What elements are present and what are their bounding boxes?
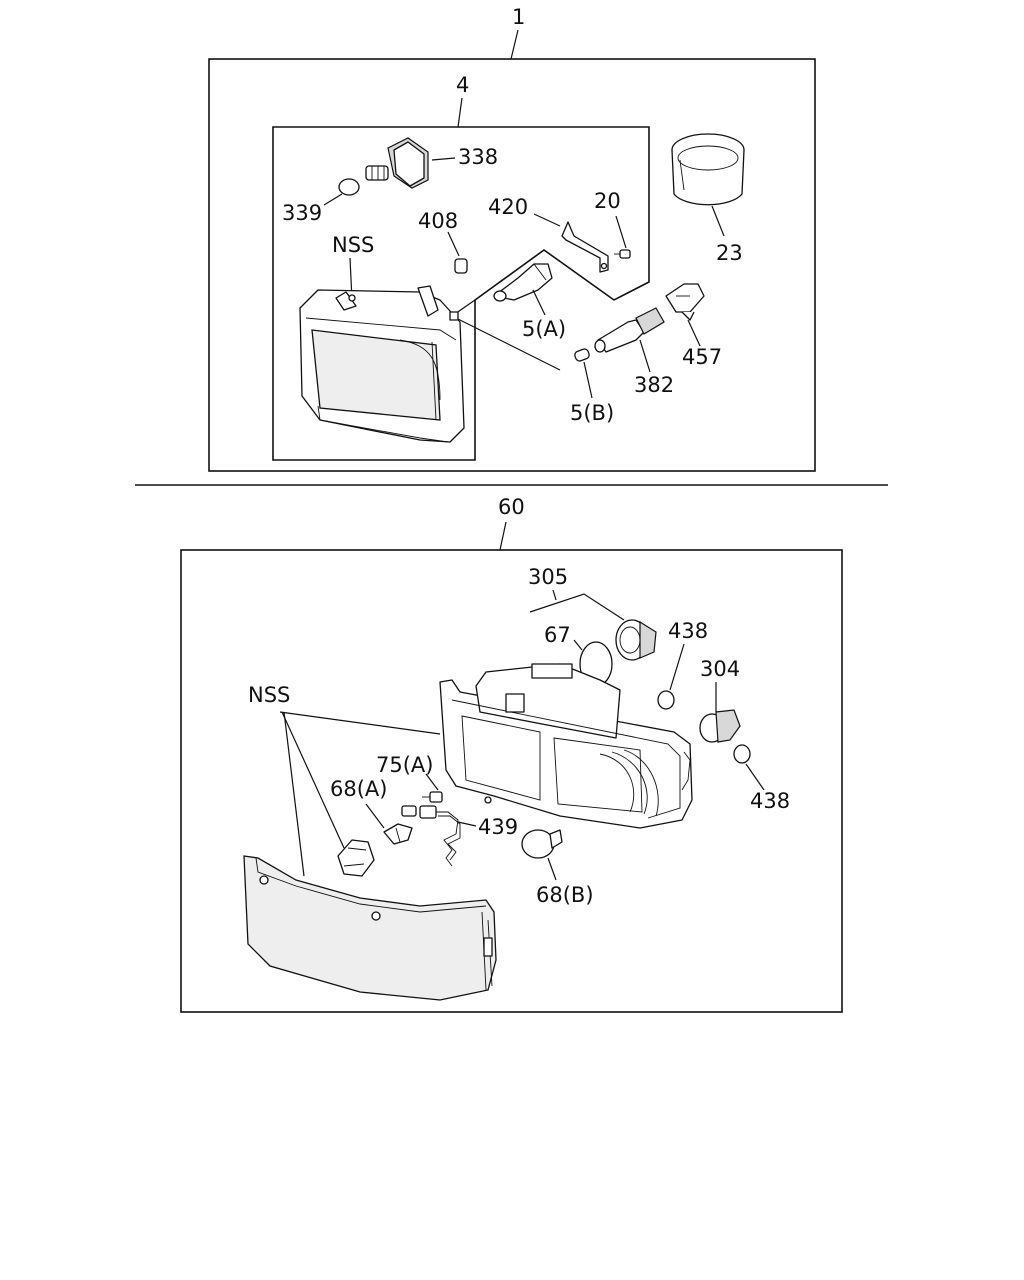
bulb-68a	[383, 823, 413, 845]
bulb-68b	[521, 829, 563, 859]
lower-assembly: 60 305 67 438 304 438	[180, 495, 843, 1013]
bracket-420	[561, 221, 609, 273]
callout-68a: 68(A)	[330, 777, 387, 801]
callout-20: 20	[594, 189, 621, 213]
callout-75a: 75(A)	[376, 753, 433, 777]
socket-cap-305	[615, 619, 657, 661]
callout-408: 408	[418, 209, 458, 233]
callout-339: 339	[282, 201, 322, 225]
lens-cover	[243, 855, 497, 1001]
cover-ring-23	[671, 133, 745, 206]
callout-nss-upper: NSS	[332, 233, 374, 257]
connector-457	[665, 283, 705, 321]
callout-5a: 5(A)	[522, 317, 566, 341]
callout-1: 1	[512, 5, 525, 29]
screw-20	[614, 249, 631, 259]
callout-457: 457	[682, 345, 722, 369]
callout-305: 305	[528, 565, 568, 589]
lower-assembly-frame	[180, 549, 843, 1013]
o-ring-339	[338, 178, 360, 196]
callout-67: 67	[544, 623, 571, 647]
callout-23: 23	[716, 241, 743, 265]
wire-harness-439	[401, 805, 461, 867]
headlamp-housing-upper	[299, 285, 465, 443]
screw-75a	[422, 791, 443, 803]
socket-304	[699, 709, 741, 743]
callout-304: 304	[700, 657, 740, 681]
callout-382: 382	[634, 373, 674, 397]
bulb-holder-lower	[337, 839, 375, 877]
callout-438-upper: 438	[668, 619, 708, 643]
adjuster-338	[365, 137, 429, 189]
cap-438-lower	[733, 744, 751, 764]
callout-68b: 68(B)	[536, 883, 594, 907]
grommet-408	[454, 258, 468, 274]
bulb-5b	[574, 348, 590, 362]
callout-439: 439	[478, 815, 518, 839]
headlamp-housing-lower	[439, 663, 693, 829]
upper-assembly: 1 4 338 339 408 NSS	[208, 5, 816, 472]
callout-438-lower: 438	[750, 789, 790, 813]
callout-nss-lower: NSS	[248, 683, 290, 707]
callout-420: 420	[488, 195, 528, 219]
callout-338: 338	[458, 145, 498, 169]
upper-assembly-frame	[208, 58, 816, 472]
callout-60: 60	[498, 495, 525, 519]
callout-5b: 5(B)	[570, 401, 614, 425]
cap-438-upper	[657, 690, 675, 710]
socket-382	[594, 307, 665, 353]
sub-assembly-4-frame	[272, 126, 650, 461]
bulb-5a	[493, 263, 553, 302]
callout-4: 4	[456, 73, 469, 97]
